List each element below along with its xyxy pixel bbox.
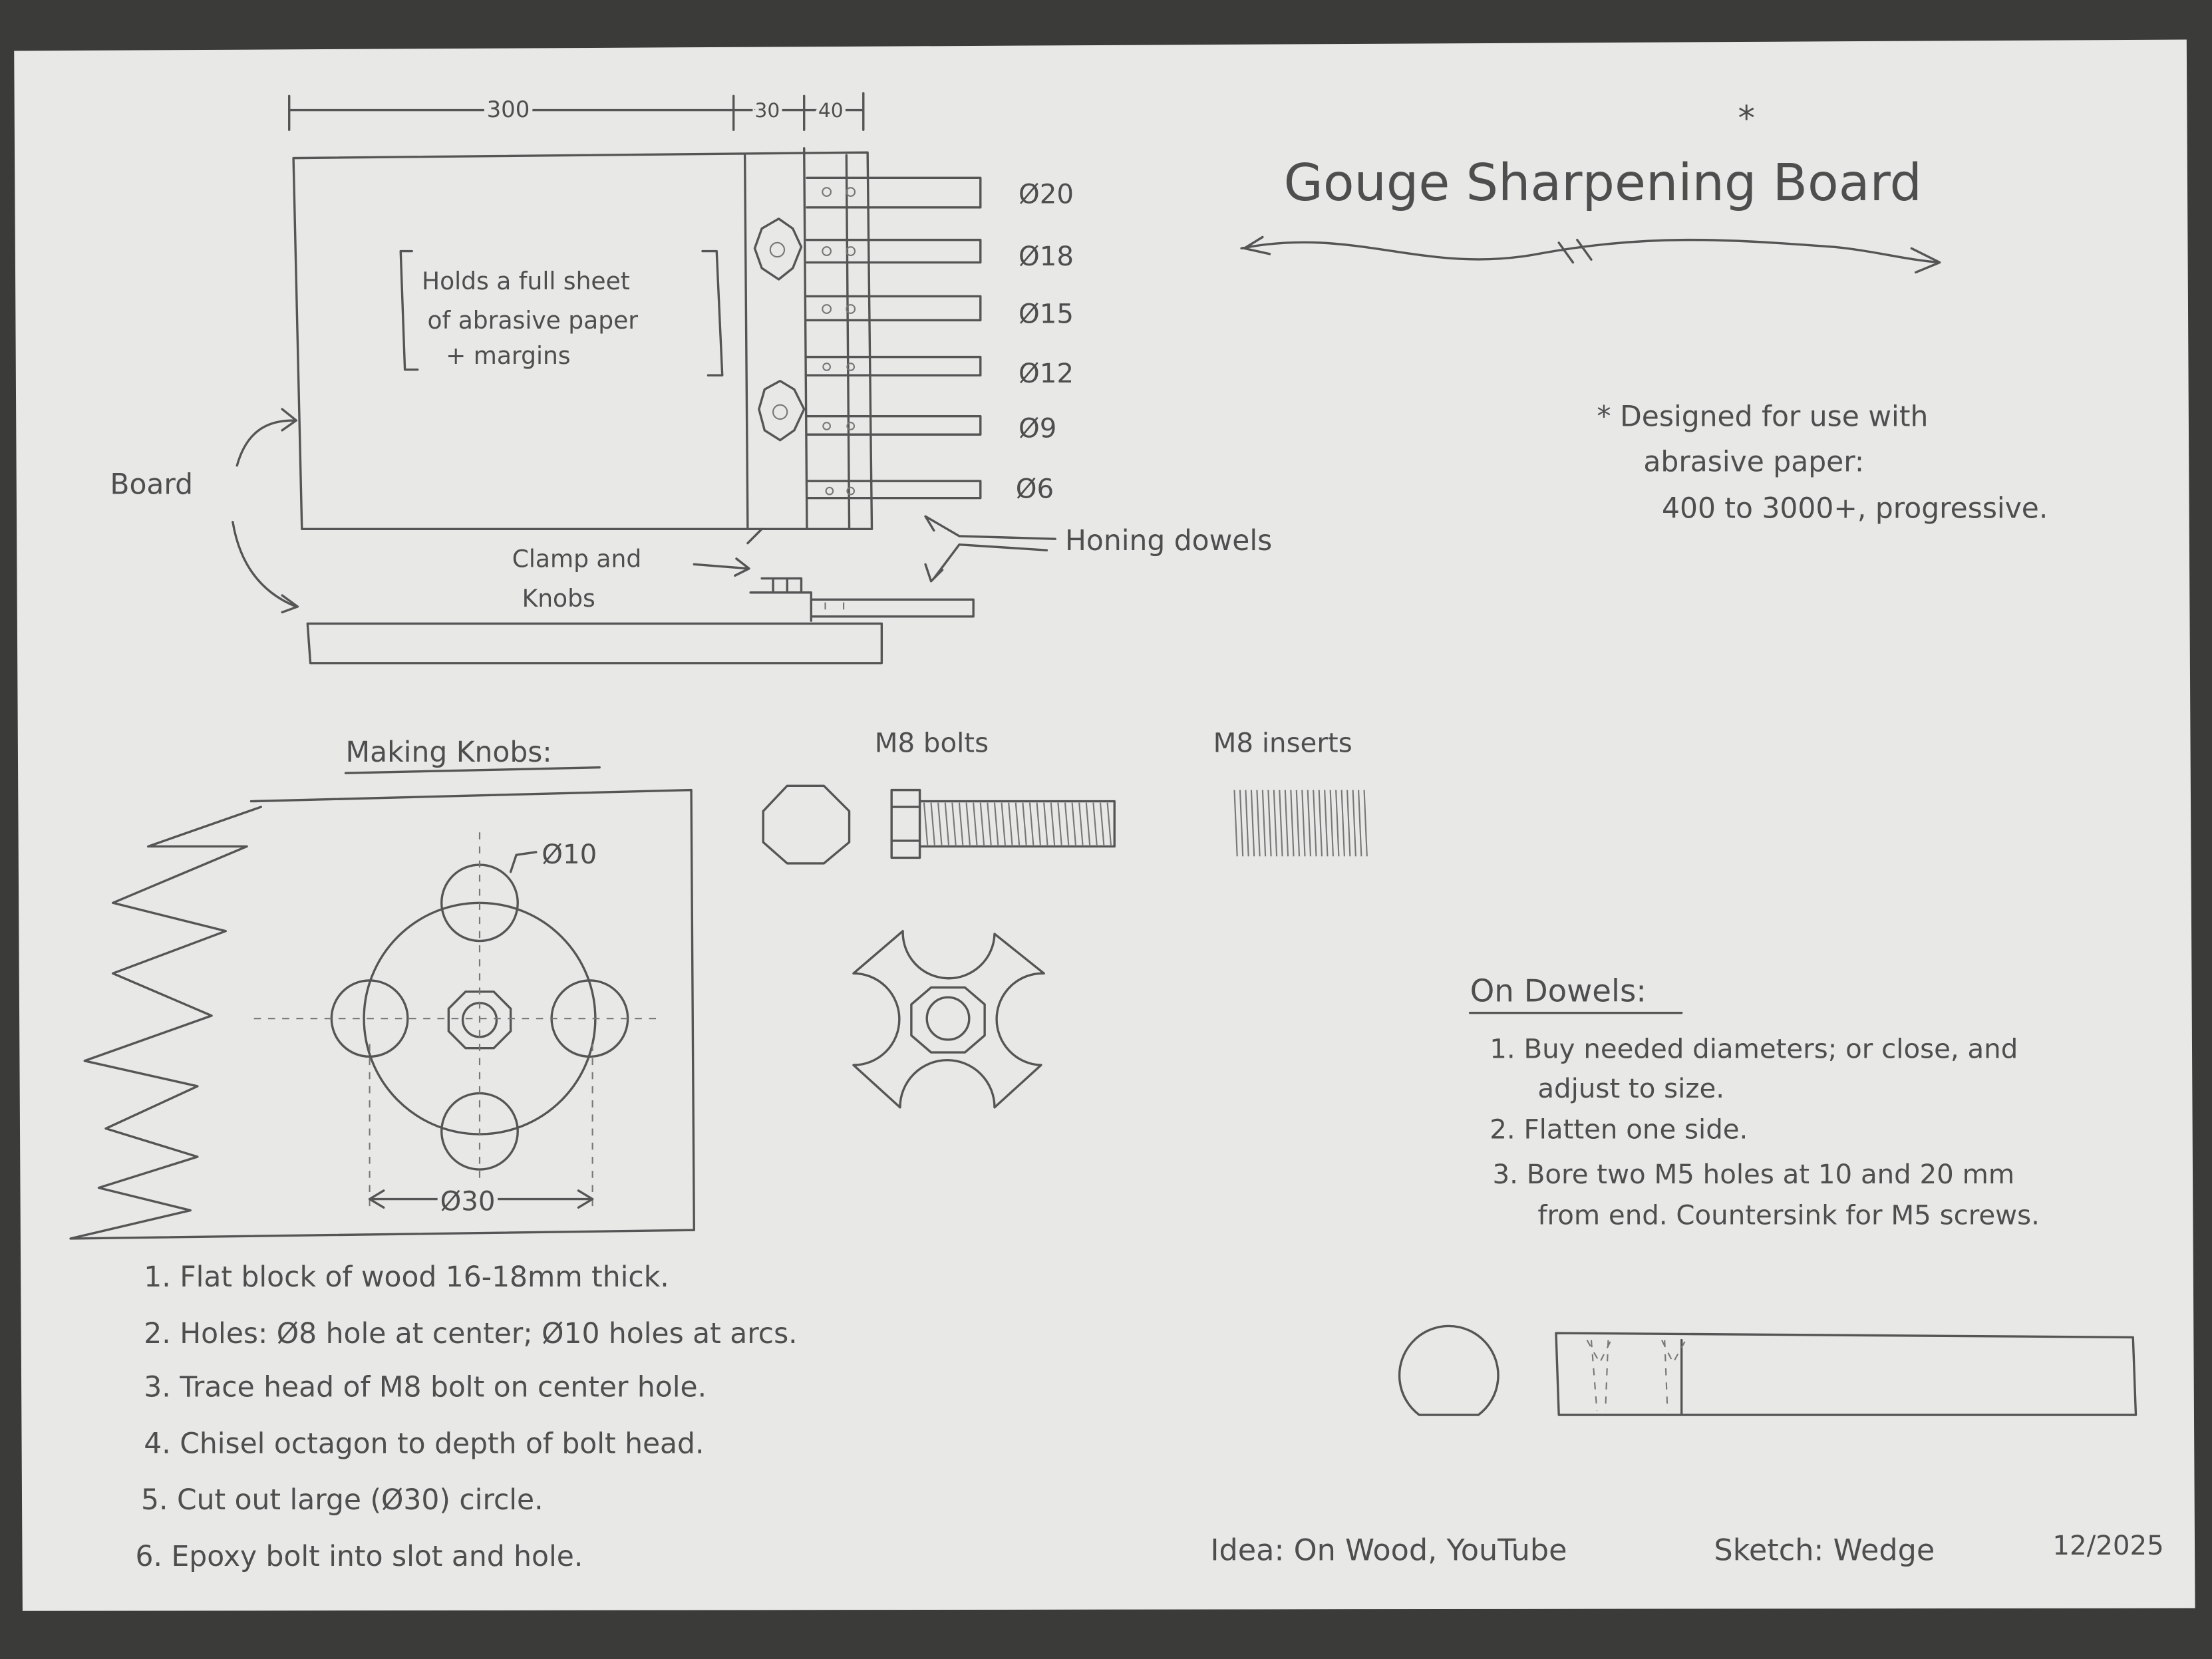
note-brackets — [399, 249, 724, 377]
dim-30: 30 — [754, 98, 780, 122]
knob-step: 6. Epoxy bolt into slot and hole. — [136, 1541, 583, 1573]
bolt-thread-hatch — [923, 802, 1112, 845]
dowel-label: Ø12 — [1019, 358, 1074, 389]
title-underline — [1240, 235, 1941, 274]
board-note-line: of abrasive paper — [428, 307, 639, 335]
design-note-line: abrasive paper: — [1643, 446, 1864, 478]
knob-section: Making Knobs: Ø30 Ø10 M8 bolts M8 insert… — [69, 727, 1368, 1573]
dowel-step: adjust to size. — [1537, 1073, 1724, 1104]
hole-diameter-label: Ø10 — [542, 839, 597, 870]
dowel-section: On Dowels: 1. Buy needed diameters; or c… — [1398, 974, 2137, 1416]
knob-step: 1. Flat block of wood 16-18mm thick. — [144, 1261, 669, 1294]
board-note-line: Holds a full sheet — [422, 268, 630, 295]
board-outline — [292, 147, 873, 531]
dowel-step: from end. Countersink for M5 screws. — [1537, 1200, 2040, 1231]
title-block: Gouge Sharpening Board * — [1240, 99, 1941, 274]
knob-step: 5. Cut out large (Ø30) circle. — [141, 1484, 544, 1517]
title-asterisk: * — [1738, 99, 1754, 138]
m8-inserts-label: M8 inserts — [1213, 727, 1352, 758]
board-note-line: + margins — [446, 343, 571, 370]
thread-lines — [1233, 790, 1368, 857]
clamp-arrows — [693, 528, 763, 577]
dim-300: 300 — [487, 96, 530, 122]
dowels-heading: On Dowels: — [1470, 974, 1647, 1010]
idea-credit: Idea: On Wood, YouTube — [1210, 1533, 1567, 1567]
dowel-step: 2. Flatten one side. — [1490, 1114, 1748, 1145]
thread-lines — [923, 802, 1112, 845]
honing-dowels — [806, 176, 982, 500]
dowel-step: 3. Bore two M5 holes at 10 and 20 mm — [1493, 1159, 2015, 1190]
footer: Idea: On Wood, YouTube Sketch: Wedge 12/… — [1210, 1530, 2163, 1567]
dowel-label: Ø20 — [1019, 178, 1074, 210]
board-arrows — [232, 408, 299, 614]
knob-step: 3. Trace head of M8 bolt on center hole. — [144, 1371, 707, 1404]
dowel-label: Ø6 — [1016, 474, 1054, 505]
honing-dowels-label: Honing dowels — [1065, 525, 1272, 557]
knob-step: 2. Holes: Ø8 hole at center; Ø10 holes a… — [144, 1318, 797, 1350]
bolt-icon — [890, 788, 1116, 859]
clamp-label: Clamp and — [512, 546, 641, 573]
dowel-label: Ø18 — [1019, 241, 1074, 272]
insert-icon — [1233, 790, 1368, 857]
bolt-head-icon — [762, 784, 851, 865]
board-side-view — [306, 577, 975, 665]
dowel-step: 1. Buy needed diameters; or close, and — [1490, 1034, 2018, 1065]
dowel-side-icon — [1555, 1332, 2137, 1416]
dim-40: 40 — [818, 98, 844, 122]
dowel-label: Ø15 — [1019, 299, 1074, 330]
m8-bolts-label: M8 bolts — [875, 727, 989, 758]
dowel-label: Ø9 — [1019, 412, 1056, 444]
design-note-line: * Designed for use with — [1597, 401, 1928, 434]
dimension-lines — [288, 92, 865, 131]
wood-block — [69, 788, 696, 1240]
knob-step: 4. Chisel octagon to depth of bolt head. — [144, 1428, 704, 1460]
sketch-date: 12/2025 — [2052, 1530, 2163, 1561]
circle-diameter-label: Ø30 — [440, 1186, 496, 1217]
sketch-credit: Sketch: Wedge — [1714, 1533, 1935, 1567]
clamp-label: Knobs — [522, 585, 595, 613]
dowel-diameter-labels: Ø20 Ø18 Ø15 Ø12 Ø9 Ø6 — [1016, 178, 1074, 504]
design-note: * Designed for use with abrasive paper: … — [1597, 401, 2048, 526]
finished-knob-icon — [852, 929, 1045, 1109]
board-label: Board — [110, 468, 193, 501]
title: Gouge Sharpening Board — [1284, 154, 1922, 213]
paper — [14, 39, 2195, 1611]
design-note-line: 400 to 3000+, progressive. — [1662, 492, 2048, 525]
clamp-knob-icons — [753, 218, 806, 442]
honing-arrows — [924, 515, 1056, 583]
dowel-end-icon — [1398, 1324, 1500, 1416]
board-top-view: 300 30 40 Ø20 Ø18 Ø15 Ø12 Ø9 Ø6 Hol — [288, 92, 1074, 531]
knobs-heading: Making Knobs: — [346, 736, 552, 769]
